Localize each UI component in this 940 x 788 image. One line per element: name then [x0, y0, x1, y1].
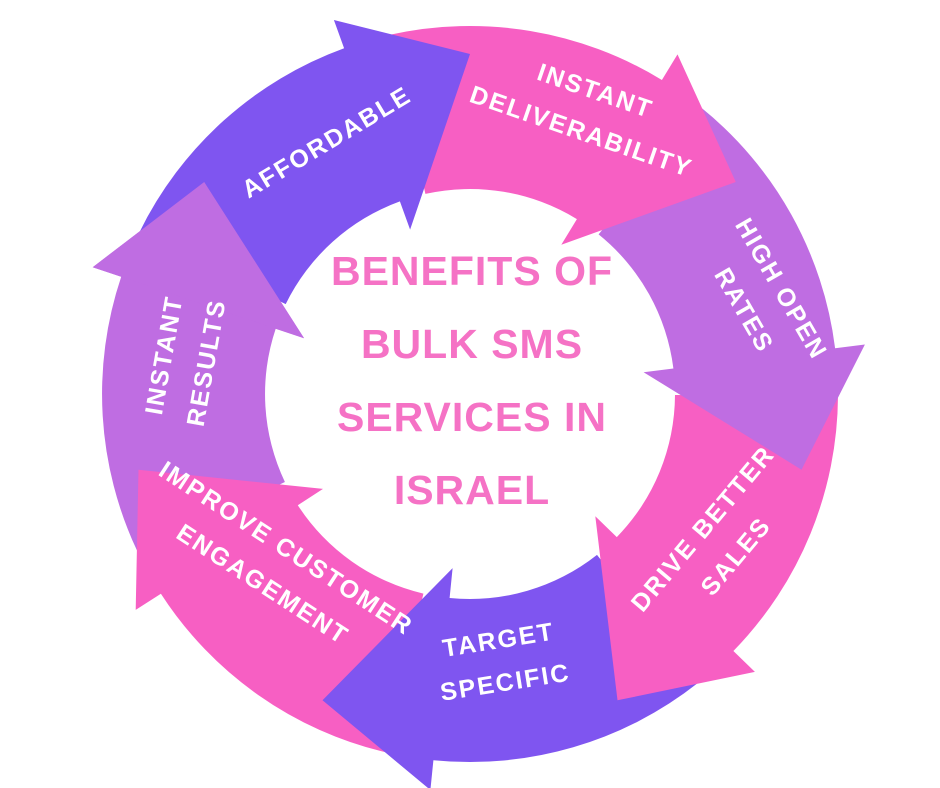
cycle-arrow-target-specific [322, 554, 698, 788]
cycle-arrow-instant-deliverability [389, 25, 736, 245]
cycle-arrow-instant-results-head-overlay [92, 182, 305, 339]
cycle-arrow-drive-better-sales [595, 395, 838, 701]
